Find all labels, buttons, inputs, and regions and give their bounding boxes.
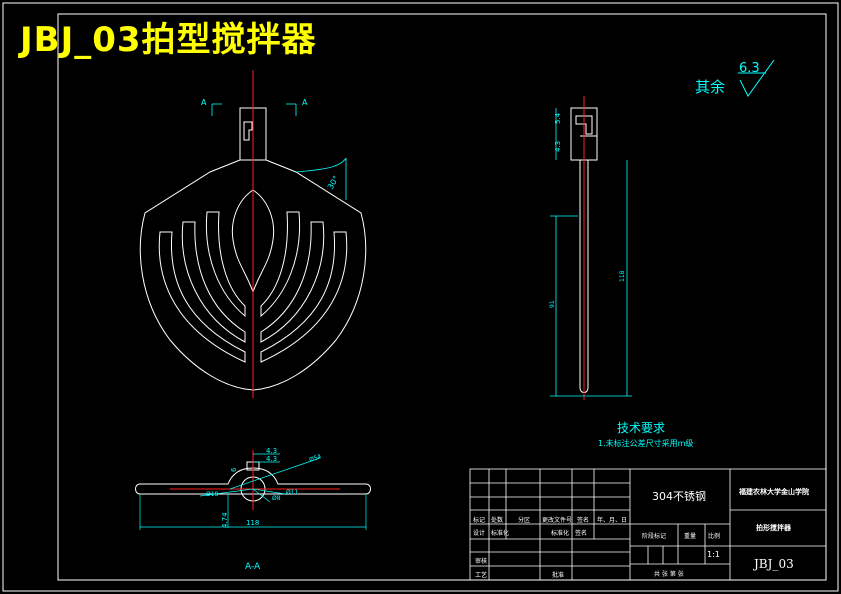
- tb-design-3: 签名: [575, 529, 587, 537]
- section-dim-height: 4.74: [221, 512, 229, 528]
- side-dim-total: 118: [619, 270, 626, 282]
- tb-stage-2: 比例: [708, 532, 720, 540]
- side-dim-b: 4.3: [554, 141, 562, 152]
- tb-sheets: 共 张 第 张: [654, 570, 684, 578]
- section-dim-dia-a: Ø54: [308, 453, 322, 464]
- tb-process: 工艺: [475, 571, 487, 579]
- inner-border: [57, 13, 827, 581]
- roughness-symbol: [739, 59, 775, 97]
- section-marker-right: [286, 103, 297, 116]
- section-dim-dia-d: Ø8: [272, 495, 281, 502]
- tb-drawing-no: JBJ_03: [752, 557, 794, 571]
- tech-heading: 技术要求: [617, 421, 665, 435]
- section-dim-c: 6: [230, 467, 238, 472]
- angle-dimension: [295, 157, 347, 200]
- section-marker-right-text: A: [302, 98, 308, 107]
- side-dim-lower: 91: [549, 300, 556, 308]
- tb-approve: 批准: [552, 571, 564, 579]
- tech-item1: 1.未标注公差尺寸采用m级: [598, 438, 693, 448]
- tb-design-1: 标准化: [491, 529, 509, 537]
- section-view-label: A-A: [245, 562, 261, 572]
- tb-row-label-3: 更改文件号: [542, 516, 572, 524]
- tb-row-label-2: 分区: [518, 516, 530, 524]
- tb-row-label-5: 年、月、日: [597, 516, 627, 524]
- roughness-value: 6.3: [739, 61, 760, 76]
- section-dim-a: 4.3: [266, 447, 277, 455]
- tb-part-name: 拍形搅拌器: [756, 523, 792, 532]
- section-dim-b: 4.3: [266, 455, 277, 463]
- side-dimensions: [550, 108, 632, 397]
- tb-review: 审核: [475, 557, 487, 565]
- section-marker-left-text: A: [201, 98, 207, 107]
- banner-title: JBJ_03拍型搅拌器: [20, 20, 317, 60]
- tb-row-label-0: 标记: [473, 516, 485, 524]
- tb-school: 福建农林大学金山学院: [738, 487, 809, 496]
- tb-row-label-4: 签名: [577, 516, 589, 524]
- section-marker-left: [211, 103, 222, 116]
- tb-design-2: 标准化: [551, 529, 569, 537]
- roughness-label: 其余: [695, 78, 725, 96]
- section-dim-width: 118: [246, 519, 259, 527]
- tb-stage-0: 阶段标记: [642, 532, 666, 540]
- tb-row-label-1: 处数: [491, 516, 503, 524]
- tb-scale: 1:1: [707, 550, 720, 559]
- angle-dim-text: 30°: [326, 174, 341, 191]
- section-dim-dia-b: Ø18: [206, 491, 219, 498]
- title-block-grid: [469, 468, 827, 581]
- tb-stage-1: 重量: [684, 532, 696, 540]
- section-dim-dia-c: Ø11: [286, 489, 299, 496]
- tb-design-0: 设计: [473, 529, 485, 537]
- tb-material: 304不锈钢: [652, 490, 706, 503]
- section-dims: [139, 453, 367, 530]
- side-dim-a: 5.4: [554, 112, 562, 124]
